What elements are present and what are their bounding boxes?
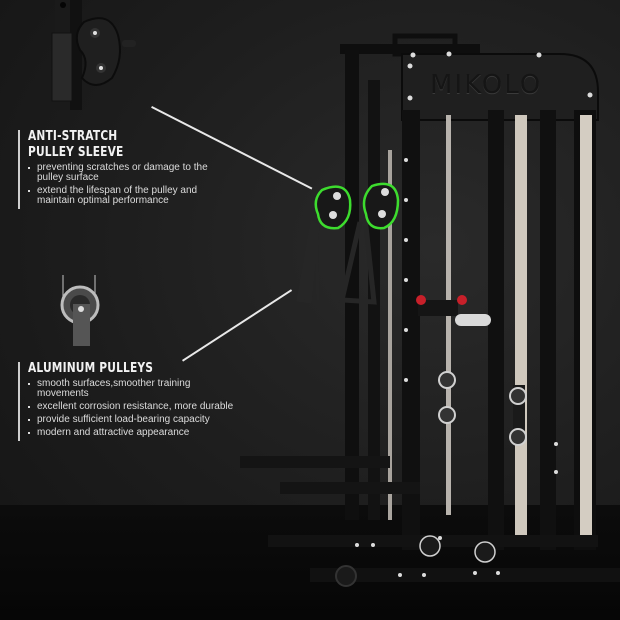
brand-logo: MIKOLO (430, 70, 543, 100)
callout-title: PULLEY SLEEVE (28, 145, 124, 160)
callout-anti-scratch-sleeve: ANTI-STRATCH PULLEY SLEEVE preventing sc… (18, 130, 218, 209)
callout-aluminum-pulleys: ALUMINUM PULLEYS smooth surfaces,smoothe… (18, 362, 238, 441)
highlighted-pulley-sleeves (314, 182, 400, 230)
callout-bullet: preventing scratches or damage to the pu… (28, 163, 218, 183)
callout-bullet: excellent corrosion resistance, more dur… (28, 402, 238, 412)
callout-title: ANTI-STRATCH (28, 129, 118, 144)
callout-title: ALUMINUM PULLEYS (28, 361, 154, 376)
pulley-sleeve-closeup-image (51, 0, 136, 110)
aluminum-pulley-closeup-image (60, 275, 100, 346)
callout-divider (18, 130, 20, 209)
callout-bullet: extend the lifespan of the pulley and ma… (28, 186, 218, 206)
callout-bullet: smooth surfaces,smoother training moveme… (28, 379, 238, 399)
smith-machine-image (240, 33, 620, 587)
callout-bullet: modern and attractive appearance (28, 428, 238, 438)
callout-divider (18, 362, 20, 441)
callout-bullet: provide sufficient load-bearing capacity (28, 415, 238, 425)
